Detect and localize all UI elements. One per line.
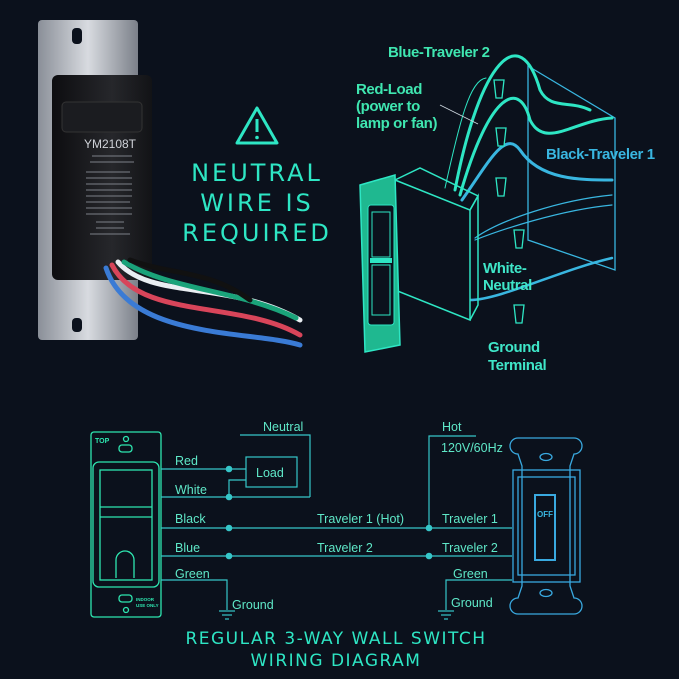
label-traveler2-mid: Traveler 2 xyxy=(317,541,373,555)
install-wires xyxy=(444,54,614,302)
strap-slot xyxy=(72,28,82,44)
label-blue-traveler: Blue-Traveler 2 xyxy=(388,44,490,61)
diagram-title-1: REGULAR 3-WAY WALL SWITCH xyxy=(185,629,486,649)
label-hot: Hot xyxy=(442,420,462,434)
right-toggle-switch-icon xyxy=(509,437,583,615)
junction-dots xyxy=(225,465,433,560)
label-traveler1-hot: Traveler 1 (Hot) xyxy=(317,512,404,526)
spec-label-lines xyxy=(86,155,134,235)
label-green-right: Green xyxy=(453,567,488,581)
warning-line-2: WIRE IS xyxy=(200,189,314,217)
warning-triangle-icon xyxy=(235,106,279,145)
label-neutral: Neutral xyxy=(263,420,303,434)
model-label: YM2108T xyxy=(84,137,137,151)
label-blue: Blue xyxy=(175,541,200,555)
label-white-neutral-2: Neutral xyxy=(483,277,532,294)
label-red-load-3: lamp or fan) xyxy=(356,115,437,132)
strap-slot xyxy=(72,318,82,332)
green-wire xyxy=(121,259,299,321)
label-white-neutral-1: White- xyxy=(483,260,527,277)
red-wire xyxy=(109,262,303,338)
label-red-load-2: (power to xyxy=(356,98,420,115)
neutral-warning: NEUTRAL WIRE IS REQUIRED xyxy=(182,106,332,247)
label-black-traveler: Black-Traveler 1 xyxy=(546,146,655,163)
switch-wires xyxy=(103,257,303,348)
warning-line-1: NEUTRAL xyxy=(191,159,323,187)
circuit-lines xyxy=(161,434,512,610)
smart-switch-photo: YM2108T xyxy=(38,20,303,348)
black-wire xyxy=(127,257,253,303)
indoor-label-2: USE ONLY xyxy=(136,603,159,608)
switch-isometric-icon xyxy=(359,167,480,353)
label-white: White xyxy=(175,483,207,497)
label-traveler1-right: Traveler 1 xyxy=(442,512,498,526)
label-black: Black xyxy=(175,512,206,526)
label-red: Red xyxy=(175,454,198,468)
diagram-title-2: WIRING DIAGRAM xyxy=(251,651,422,671)
wall-box xyxy=(527,64,616,271)
label-red-load-1: Red-Load xyxy=(356,81,422,98)
load-box-label: Load xyxy=(256,466,284,480)
body-top-ridge xyxy=(61,101,143,133)
blue-wire xyxy=(103,265,303,348)
label-ground-left: Ground xyxy=(232,598,274,612)
left-smart-switch-icon xyxy=(90,431,162,618)
wiring-diagram: TOP INDOOR USE ONLY xyxy=(90,420,583,671)
label-ground-right: Ground xyxy=(451,596,493,610)
top-label: TOP xyxy=(95,438,110,445)
off-label: OFF xyxy=(537,510,553,519)
label-traveler2-right: Traveler 2 xyxy=(442,541,498,555)
red-load-pointer xyxy=(439,104,479,125)
wire-nut-icons xyxy=(493,79,525,324)
indoor-label-1: INDOOR xyxy=(136,597,155,602)
label-green-left: Green xyxy=(175,567,210,581)
ground-symbol-icon xyxy=(219,610,454,620)
label-voltage: 120V/60Hz xyxy=(441,441,503,455)
warning-line-3: REQUIRED xyxy=(182,219,332,247)
installation-diagram: Blue-Traveler 2 Red-Load (power to lamp … xyxy=(356,44,655,374)
label-ground-1: Ground xyxy=(488,339,540,356)
label-ground-2: Terminal xyxy=(488,357,546,374)
